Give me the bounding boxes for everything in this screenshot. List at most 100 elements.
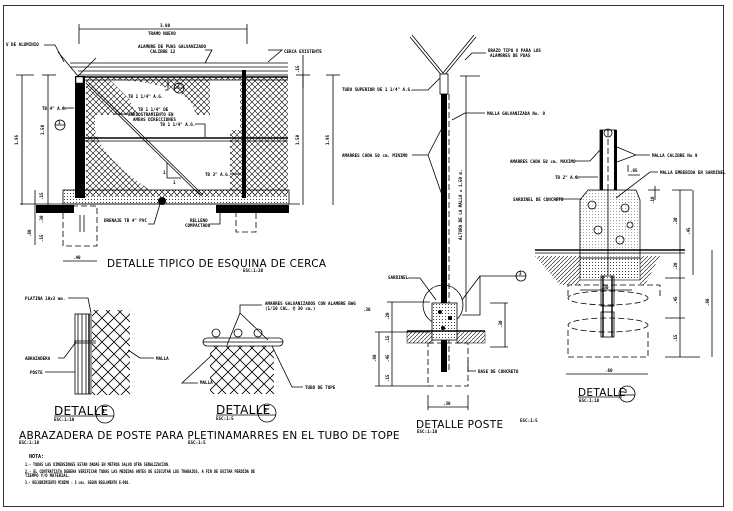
label-platina: PLATINA 10x3 mm.	[25, 296, 65, 301]
label-tubo-superior: TUBO SUPERIOR DE 1 1/4" A.G.	[342, 87, 413, 92]
dim-d3-i: .15	[673, 334, 678, 342]
callout-1-marker[interactable]: 1	[54, 119, 66, 131]
label-amarres: AMARRES CADA 50 cm. MINIMO	[342, 153, 408, 158]
detail-2-title: DETALLE	[216, 403, 270, 417]
dim-right-total: 1.95	[325, 134, 330, 145]
label-cerca-existente: CERCA EXISTENTE	[284, 49, 322, 54]
dim-base-d: .15	[39, 234, 44, 242]
label-tb-mid: TB 1 1/4" A.G.	[160, 122, 195, 127]
label-base: BASE DE CONCRETO	[478, 369, 519, 374]
dim-left-inner: 1.50	[40, 124, 45, 135]
dim-post-c: .45	[385, 354, 390, 362]
dim-base-b: .60	[27, 229, 32, 237]
section-title: ABRAZADERA DE POSTE PARA PLETINAMARRES E…	[19, 430, 400, 442]
label-brazo-1: BRAZO TIPO V PARA LOS	[488, 48, 541, 53]
svg-text:2: 2	[177, 83, 180, 88]
label-drenaje: DRENAJE TB 4" PVC	[104, 218, 147, 223]
label-sardinel: SARDINEL	[388, 275, 409, 280]
dim-base-c: .30	[39, 215, 44, 223]
detail-1-title: DETALLE	[54, 404, 108, 418]
label-tb-brace-2: ARRIOSTRAMIENTO EN	[128, 112, 174, 117]
dim-post-width: .30	[443, 401, 451, 406]
dim-d3-c: .30	[673, 217, 678, 225]
note-1: 1.- TODAS LAS DIMENSIONES ESTAN DADAS EN…	[25, 462, 170, 467]
label-malla-d2: MALLA	[200, 380, 213, 385]
label-malla: MALLA GALVANIZADA No. 9	[487, 111, 545, 116]
detail-2-number: 2	[264, 408, 267, 414]
dim-d3-a: .05	[630, 168, 638, 173]
dim-post-e: .15	[385, 374, 390, 382]
label-tb-brace-1: TB 1 1/4" DE	[138, 107, 169, 112]
label-tb-post: TB 4" A.G.	[42, 106, 67, 111]
svg-text:3: 3	[519, 271, 522, 276]
label-amarres-2: (1/10 CAL. @ 30 cm.)	[265, 306, 315, 311]
dim-d3-width-small: .30	[601, 285, 609, 290]
label-d3-amarres: AMARRES CADA 50 cm. MAXIMO	[510, 159, 576, 164]
label-brazo-2: ALAMBRES DE PUAS	[490, 53, 531, 58]
label-v-aluminio: V DE ALUMINIO	[6, 42, 39, 47]
label-relleno-1: RELLENO	[190, 218, 208, 223]
svg-text:1: 1	[58, 120, 61, 125]
detail-poste: BRAZO TIPO V PARA LOS ALAMBRES DE PUAS T…	[342, 34, 545, 434]
label-altura-malla: ALTURA DE LA MALLA = 1.50 m.	[458, 169, 463, 240]
slope-h: 1	[173, 180, 176, 185]
detail-3: .30 .60 AMARRES CADA 50 cm. MAXIMO MALLA…	[510, 128, 726, 403]
detail-poste-scale: ESC:1:10	[417, 429, 438, 434]
dim-post-top: .30	[363, 307, 371, 312]
slope-v: 1	[163, 170, 166, 175]
detail-poste-title: DETALLE POSTE	[416, 419, 503, 431]
dim-d3-b: .10	[650, 196, 655, 204]
detail-1-scale: ESC:1:10	[54, 417, 75, 422]
detail-3-number: 3	[624, 389, 627, 395]
label-tb-top: TB 1 1/4" A.G.	[128, 94, 163, 99]
dim-d3-width: .60	[605, 368, 613, 373]
section-scale-mid: ESC:1:5	[188, 440, 206, 445]
dim-post-a: .20	[385, 312, 390, 320]
callout-2-marker[interactable]: 2	[173, 82, 185, 94]
detail-poste-scale-right: ESC:1:5	[520, 418, 538, 423]
dim-d3-d: .45	[686, 227, 691, 235]
label-d3-malla-embebida: MALLA EMBEBIDA EN SARDINEL	[660, 170, 726, 175]
span-dim: 3.00	[160, 23, 171, 28]
note-2: 2.- EL CONTRATISTA DEBERA VERIFICAR TODA…	[25, 469, 255, 474]
detail-3-title: DETALLE	[578, 387, 626, 399]
detail-2: AMARRES GALVANIZADOS CON ALAMBRE BWG (1/…	[180, 301, 356, 423]
span-note: TRAMO NUEVO	[148, 31, 176, 36]
label-poste: POSTE	[30, 370, 43, 375]
dim-d3-e: .20	[673, 262, 678, 270]
note-2-cont: TIEMPO Y/O MATERIAL.	[25, 473, 70, 478]
label-relleno-2: COMPACTADO	[185, 223, 211, 228]
detail-1-mesh	[92, 310, 130, 395]
dim-post-d: .60	[372, 354, 377, 362]
detail-3-scale: ESC:1:10	[579, 398, 600, 403]
detail-2-mesh	[210, 346, 274, 394]
label-alambre-calibre: CALIBRE 12	[150, 49, 176, 54]
dim-right-top: .15	[295, 65, 300, 73]
dim-footing-w: .40	[73, 255, 81, 260]
detail-1: PLATINA 10x3 mm. ABRAZADERA POSTE MALLA …	[25, 296, 169, 424]
notes-heading: NOTA:	[29, 454, 44, 460]
label-tb-line-post: TB 3" A.G.	[205, 172, 230, 177]
callout-3-marker[interactable]: 3	[515, 270, 527, 282]
label-abrazadera: ABRAZADERA	[25, 356, 51, 361]
dim-base-a: .15	[39, 192, 44, 200]
sheet-border	[3, 5, 724, 507]
label-tubo-tope: TUBO DE TOPE	[305, 385, 336, 390]
label-d3-tb: TB 2" A.G.	[555, 175, 580, 180]
dim-d3-h: .45	[673, 296, 678, 304]
detail-2-scale: ESC:1:5	[216, 416, 234, 421]
label-tb-brace-3: AMBAS DIRECCIONES	[133, 117, 176, 122]
dim-post-b: .15	[385, 335, 390, 343]
detail-corner-title: DETALLE TIPICO DE ESQUINA DE CERCA	[107, 258, 327, 270]
note-3: 3.- RECUBRIMIENTO MINIMO : 5 cms. SEGUN …	[25, 480, 130, 485]
detail-1-number: 1	[102, 409, 105, 415]
detail-corner-scale: ESC:1:20	[243, 268, 264, 273]
label-malla-d1: MALLA	[156, 356, 169, 361]
label-alambre-puas: ALAMBRE DE PUAS GALVANIZADO	[138, 44, 207, 49]
detail-corner-fence: 3.00 TRAMO NUEVO V DE ALUMINIO ALAMBRE D…	[6, 23, 340, 273]
section-scale-left: ESC:1:10	[19, 440, 40, 445]
dim-left-total: 1.95	[14, 134, 19, 145]
notes: NOTA: 1.- TODAS LAS DIMENSIONES ESTAN DA…	[25, 454, 255, 485]
dim-right-inner: 1.50	[295, 134, 300, 145]
